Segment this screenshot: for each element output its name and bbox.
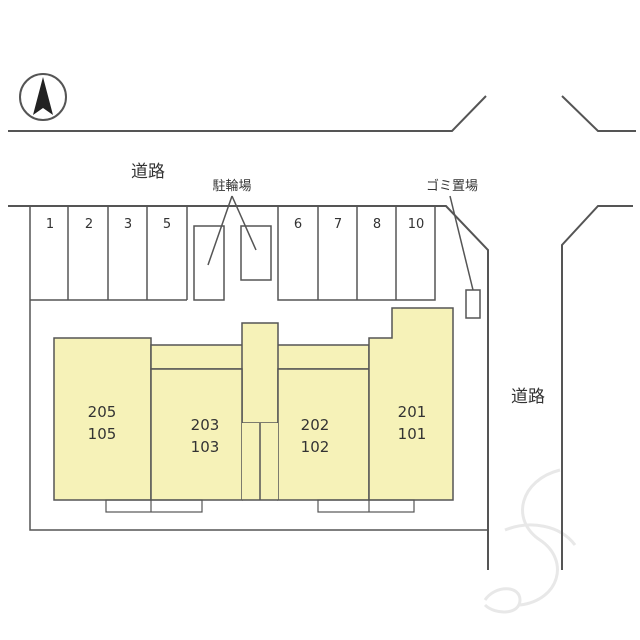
lot-boundary bbox=[29, 206, 488, 531]
garbage-station bbox=[449, 195, 481, 319]
road-label-top: 道路 bbox=[131, 162, 165, 182]
north-arrow-icon bbox=[19, 73, 67, 121]
unit-upper-label: 205 bbox=[88, 403, 117, 421]
road-label-right: 道路 bbox=[511, 387, 545, 407]
unit-upper-label: 201 bbox=[398, 403, 427, 421]
watermark-logo bbox=[483, 468, 577, 614]
parking-stall-label: 1 bbox=[46, 217, 54, 232]
building bbox=[53, 307, 454, 501]
road-boundaries bbox=[8, 95, 636, 570]
unit-upper-label: 203 bbox=[191, 416, 220, 434]
unit-upper-label: 202 bbox=[301, 416, 330, 434]
unit-lower-label: 105 bbox=[88, 425, 117, 443]
parking-stall-label: 6 bbox=[294, 217, 302, 232]
building-steps bbox=[105, 499, 415, 513]
parking-stall-label: 2 bbox=[85, 217, 93, 232]
parking-stall-label: 10 bbox=[408, 217, 425, 232]
parking-stall-label: 7 bbox=[334, 217, 342, 232]
bicycle-parking-area bbox=[193, 195, 272, 301]
unit-lower-label: 102 bbox=[301, 438, 330, 456]
bicycle-parking-label: 駐輪場 bbox=[212, 178, 251, 194]
unit-lower-label: 101 bbox=[398, 425, 427, 443]
parking-stall-label: 3 bbox=[124, 217, 132, 232]
unit-lower-label: 103 bbox=[191, 438, 220, 456]
parking-stall-label: 5 bbox=[163, 217, 171, 232]
parking-stall-label: 8 bbox=[373, 217, 381, 232]
parking-left bbox=[30, 206, 188, 301]
garbage-label: ゴミ置場 bbox=[426, 178, 478, 194]
parking-right bbox=[277, 206, 436, 301]
